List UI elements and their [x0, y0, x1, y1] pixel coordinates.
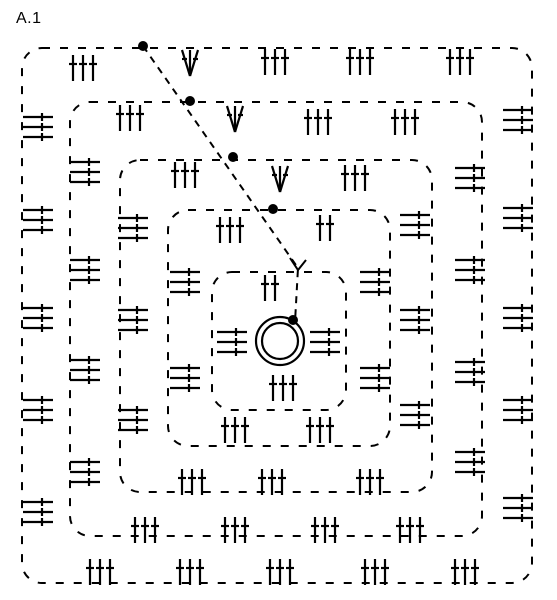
treble-group	[400, 306, 430, 334]
treble-group	[451, 559, 479, 585]
treble-group	[503, 304, 533, 332]
treble-group	[360, 268, 390, 296]
start-dot-icon	[185, 96, 195, 106]
start-arrow-icon	[289, 257, 307, 272]
treble-group	[503, 396, 533, 424]
treble-group	[503, 106, 533, 134]
treble-group	[455, 448, 485, 476]
treble-group	[70, 158, 100, 186]
treble-group	[70, 458, 100, 486]
treble-group	[116, 105, 144, 131]
treble-group	[23, 498, 53, 526]
round-5-outline	[21, 47, 533, 584]
treble-group	[455, 164, 485, 192]
treble-group	[311, 517, 339, 543]
treble-group	[391, 109, 419, 135]
treble-group	[455, 358, 485, 386]
treble-group	[396, 517, 424, 543]
treble-group	[503, 204, 533, 232]
treble-group	[258, 469, 286, 495]
treble-group	[316, 215, 334, 241]
treble-group	[86, 559, 114, 585]
treble-group	[217, 328, 247, 356]
treble-cluster-icon	[180, 49, 200, 77]
start-dot-icon	[268, 204, 278, 214]
treble-group	[221, 417, 249, 443]
treble-group	[310, 328, 340, 356]
treble-group	[400, 401, 430, 429]
treble-group	[261, 49, 289, 75]
treble-group	[266, 559, 294, 585]
treble-group	[23, 113, 53, 141]
treble-group	[400, 211, 430, 239]
treble-cluster-icon	[225, 105, 245, 133]
treble-group	[70, 356, 100, 384]
treble-cluster-icon	[270, 165, 290, 193]
treble-group	[23, 304, 53, 332]
treble-group	[69, 55, 97, 81]
start-dot-icon	[228, 152, 238, 162]
magic-ring	[254, 315, 306, 367]
treble-group	[361, 559, 389, 585]
treble-group	[455, 256, 485, 284]
start-dot-icon	[138, 41, 148, 51]
treble-group	[346, 49, 374, 75]
treble-group	[216, 217, 244, 243]
treble-group	[178, 469, 206, 495]
treble-group	[341, 165, 369, 191]
round-3-outline	[119, 159, 433, 493]
treble-group	[221, 517, 249, 543]
treble-group	[446, 49, 474, 75]
treble-group	[356, 469, 384, 495]
treble-group	[360, 364, 390, 392]
treble-group	[176, 559, 204, 585]
treble-group	[170, 268, 200, 296]
treble-group	[118, 406, 148, 434]
treble-group	[171, 162, 199, 188]
treble-group	[23, 206, 53, 234]
treble-group	[503, 494, 533, 522]
treble-group	[261, 275, 279, 301]
treble-group	[118, 306, 148, 334]
start-markers	[138, 41, 298, 325]
stitch-groups	[23, 49, 533, 585]
treble-group	[131, 517, 159, 543]
treble-group	[269, 375, 297, 401]
treble-group	[118, 214, 148, 242]
treble-group	[304, 109, 332, 135]
treble-group	[70, 256, 100, 284]
round-2-outline	[167, 209, 391, 447]
diagram-title: A.1	[16, 10, 42, 27]
treble-group	[23, 396, 53, 424]
treble-group	[306, 417, 334, 443]
round-outlines	[21, 47, 533, 584]
round-4-outline	[69, 101, 483, 537]
treble-group	[170, 364, 200, 392]
start-dot-icon	[288, 315, 298, 325]
